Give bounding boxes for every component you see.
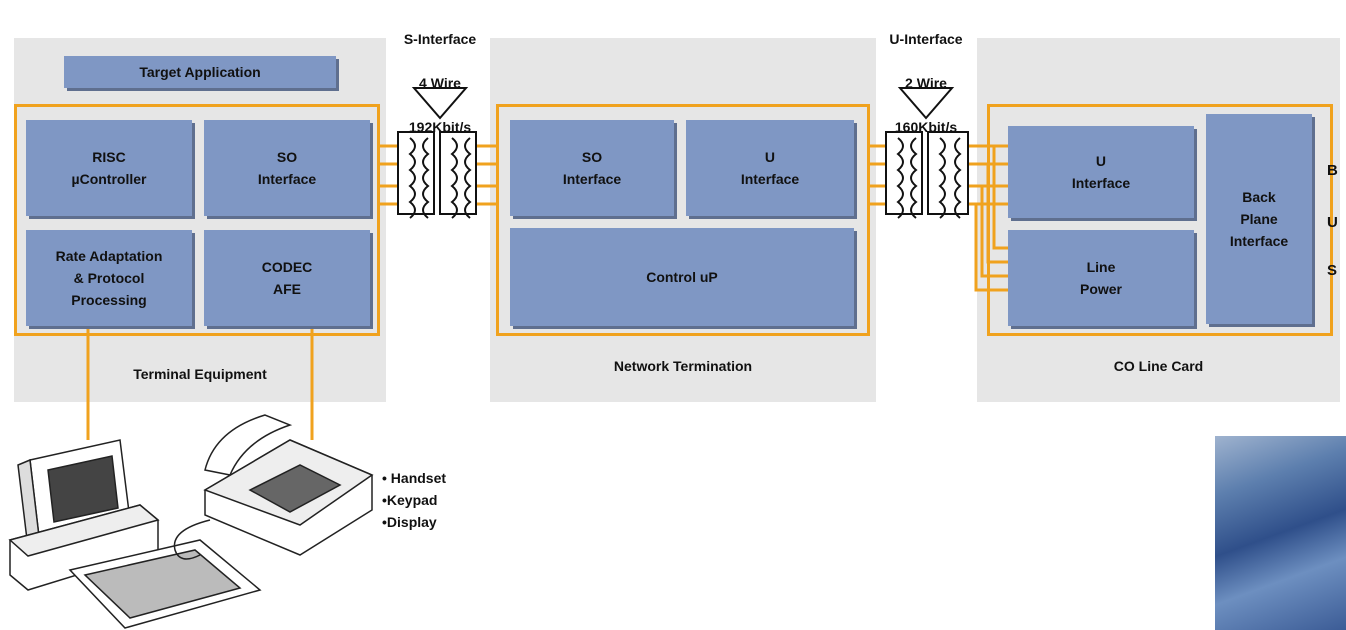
network-so-interface-block: SO Interface bbox=[510, 120, 674, 216]
rate-adaptation-block: Rate Adaptation & Protocol Processing bbox=[26, 230, 192, 326]
telephone-icon bbox=[173, 414, 374, 560]
u-interface-rate: 160Kbit/s bbox=[894, 119, 958, 135]
back-plane-interface-block: Back Plane Interface bbox=[1206, 114, 1312, 324]
terminal-equipment-panel bbox=[14, 38, 386, 402]
network-u-interface-block: U Interface bbox=[686, 120, 854, 216]
bus-letter-u: U bbox=[1327, 214, 1338, 231]
u-interface-header: U-Interface 2 Wire 160Kbit/s bbox=[866, 6, 986, 160]
co-line-card-caption: CO Line Card bbox=[1113, 358, 1204, 374]
co-u-interface-block: U Interface bbox=[1008, 126, 1194, 218]
feature-keypad: •Keypad bbox=[382, 492, 438, 508]
control-up-block: Control uP bbox=[510, 228, 854, 326]
feature-display: •Display bbox=[382, 514, 437, 530]
network-frame bbox=[496, 104, 870, 336]
s-interface-header: S-Interface 4 Wire 192Kbit/s bbox=[380, 6, 500, 160]
bus-letter-s: S bbox=[1327, 262, 1338, 279]
computer-icon bbox=[8, 439, 262, 629]
u-interface-wire: 2 Wire bbox=[905, 75, 947, 91]
network-termination-panel bbox=[490, 38, 876, 402]
decorative-photo bbox=[1215, 436, 1346, 630]
s-interface-rate: 192Kbit/s bbox=[408, 119, 472, 135]
terminal-so-interface-block: SO Interface bbox=[204, 120, 370, 216]
s-interface-title: S-Interface bbox=[403, 31, 477, 47]
target-application-block: Target Application bbox=[64, 56, 336, 88]
codec-afe-block: CODEC AFE bbox=[204, 230, 370, 326]
risc-controller-block: RISC µController bbox=[26, 120, 192, 216]
feature-handset: • Handset bbox=[382, 470, 447, 486]
s-interface-wire: 4 Wire bbox=[419, 75, 461, 91]
network-termination-caption: Network Termination bbox=[613, 358, 753, 374]
bus-letter-b: B bbox=[1327, 162, 1338, 179]
line-power-block: Line Power bbox=[1008, 230, 1194, 326]
u-interface-title: U-Interface bbox=[889, 31, 963, 47]
terminal-frame bbox=[14, 104, 380, 336]
terminal-equipment-caption: Terminal Equipment bbox=[133, 366, 267, 382]
